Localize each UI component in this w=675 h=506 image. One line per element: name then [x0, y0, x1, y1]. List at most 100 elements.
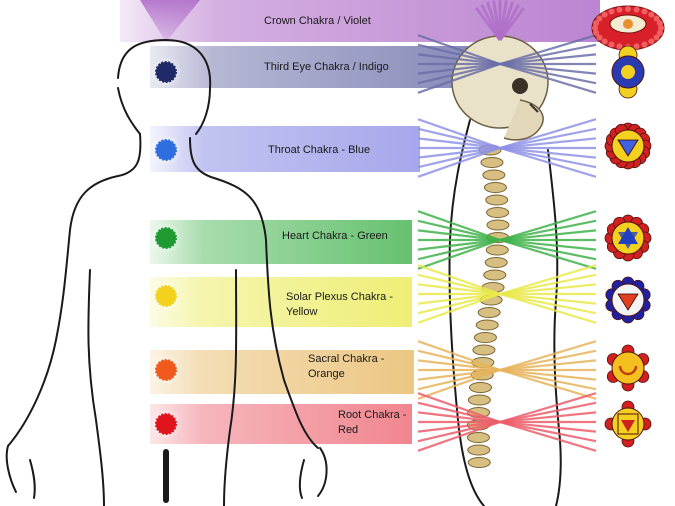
vertebra — [482, 169, 506, 181]
chakra-point-heart — [150, 222, 182, 254]
label-sacral-chakra: Sacral Chakra - Orange — [308, 353, 385, 380]
front-chakra-points — [150, 56, 182, 440]
spine — [466, 144, 510, 468]
ray — [499, 43, 597, 66]
ray — [499, 229, 597, 242]
vertebra — [473, 332, 497, 343]
ray — [499, 118, 597, 150]
chakra-point-third-eye — [150, 56, 182, 88]
ray — [417, 392, 501, 424]
square-lotus-icon — [604, 400, 652, 448]
vertebra — [467, 457, 491, 468]
vertebra — [480, 157, 504, 168]
vertebra — [472, 344, 496, 356]
chakra-dot — [155, 227, 177, 249]
chakra-dot — [155, 61, 177, 83]
ray — [499, 368, 597, 400]
ray — [417, 359, 501, 372]
band-third-eye — [150, 46, 470, 88]
chakra-dot — [155, 139, 177, 161]
ray — [417, 273, 501, 296]
vertebra — [486, 207, 510, 218]
ray-bundle-solar-plexus — [417, 264, 597, 324]
ray — [499, 127, 597, 150]
ray — [499, 146, 597, 178]
ray — [417, 210, 501, 242]
ray — [499, 264, 597, 296]
triangle-lotus-icon — [604, 122, 652, 170]
vertebra — [467, 394, 491, 406]
ray-bundle-throat — [417, 118, 597, 178]
label-heart-chakra: Heart Chakra - Green — [282, 230, 388, 242]
ray — [499, 420, 597, 443]
chakra-point-sacral — [150, 354, 182, 386]
ray — [499, 292, 597, 324]
chakra-dot — [155, 413, 177, 435]
ray — [499, 146, 597, 169]
ray — [417, 292, 501, 315]
color-bands — [120, 0, 600, 444]
band-heart — [150, 220, 412, 264]
ray — [417, 127, 501, 150]
ray — [417, 411, 501, 424]
chakra-dot — [155, 359, 177, 381]
vertebra — [483, 182, 507, 193]
ray — [417, 292, 501, 324]
ray — [417, 229, 501, 242]
label-throat-chakra: Throat Chakra - Blue — [268, 144, 371, 156]
ray-bundle-heart — [417, 210, 597, 270]
ray — [417, 219, 501, 242]
ray — [499, 283, 597, 296]
ray — [417, 62, 501, 75]
ray-bundle-sacral — [417, 340, 597, 400]
ray — [417, 118, 501, 150]
band-root — [150, 404, 412, 444]
ray — [499, 62, 597, 94]
ray — [499, 292, 597, 315]
ray — [499, 340, 597, 372]
chakra-point-throat — [150, 134, 182, 166]
vertebra — [477, 307, 501, 318]
vertebra — [484, 257, 508, 268]
front-body-outline — [5, 39, 328, 506]
ray — [499, 53, 597, 66]
vertebra — [467, 444, 491, 456]
ray — [499, 392, 597, 424]
ray — [499, 219, 597, 242]
ray — [499, 34, 597, 66]
ray — [417, 137, 501, 150]
ray — [417, 264, 501, 296]
ray — [499, 62, 597, 85]
ray — [499, 368, 597, 381]
label-root-chakra: Root Chakra - Red — [338, 409, 407, 436]
chakra-symbols — [591, 5, 665, 448]
band-crown — [120, 0, 600, 42]
ray — [417, 368, 501, 400]
ray — [417, 368, 501, 381]
lotus-thousand-petal-icon — [591, 5, 665, 51]
ray — [417, 146, 501, 169]
chakra-point-solar-plexus — [150, 280, 182, 312]
ray — [499, 401, 597, 424]
vertebra — [485, 244, 509, 256]
ray — [417, 368, 501, 391]
ray — [417, 420, 501, 443]
crescent-lotus-icon — [606, 344, 650, 392]
ray — [499, 292, 597, 305]
chakra-dot — [155, 285, 177, 307]
ray — [499, 349, 597, 372]
hexagram-lotus-icon — [604, 214, 652, 262]
ray — [499, 238, 597, 261]
fire-triangle-lotus-icon — [605, 276, 651, 324]
label-solar-plexus-chakra: Solar Plexus Chakra - Yellow — [286, 291, 393, 318]
om-two-petal-icon — [611, 45, 645, 99]
ray — [499, 273, 597, 296]
ray — [499, 420, 597, 433]
ray — [417, 62, 501, 85]
ray — [417, 292, 501, 305]
vertebra — [483, 269, 507, 281]
side-body-outline — [448, 119, 562, 506]
vertebra — [486, 219, 510, 231]
